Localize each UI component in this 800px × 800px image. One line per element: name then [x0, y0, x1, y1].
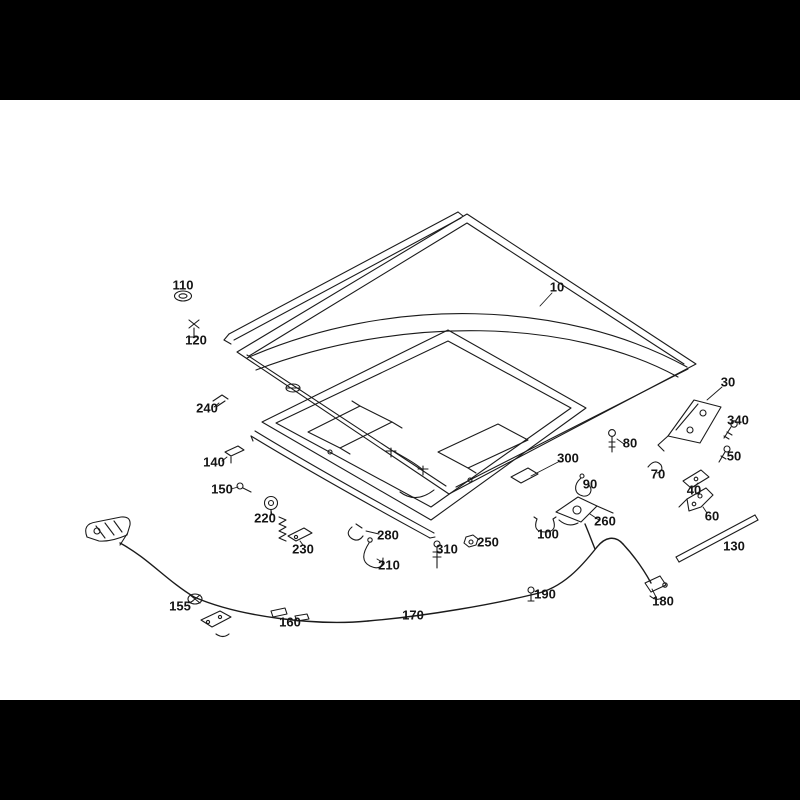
hood-hinge [657, 399, 722, 452]
hook-210-icon [363, 537, 384, 569]
hinge-bolt-340-icon [723, 420, 738, 440]
bracket-230-icon [287, 527, 313, 542]
push-pin-120-icon [188, 319, 200, 338]
bracket-60-icon [678, 487, 714, 512]
cable-connector-180-icon [644, 575, 668, 600]
pin-310-icon [432, 540, 442, 569]
diagram-canvas [0, 100, 800, 700]
clip-150-icon [236, 482, 252, 493]
lock-cylinder-220-icon [263, 495, 279, 516]
release-handle [85, 516, 131, 546]
hood-outer-panel [236, 213, 697, 495]
cowl-trim-strip [223, 211, 464, 345]
leader-lines [187, 292, 723, 604]
hood-latch-260 [555, 496, 614, 526]
clip-280-icon [347, 523, 364, 541]
hinge-bracket-40-icon [682, 469, 710, 489]
spring-icon [278, 516, 287, 542]
striker-100-icon [533, 516, 557, 533]
nut-250-icon [463, 534, 479, 548]
firewall-bracket-icon [200, 610, 232, 638]
washer-nozzles [385, 447, 429, 476]
emblem-grommet [285, 383, 301, 393]
cable-clip-190-icon [527, 586, 535, 602]
cable-connector-160-icon [270, 607, 310, 622]
clip-240-icon [212, 394, 229, 408]
hinge-bolt-50-icon [718, 445, 731, 463]
buffer-140-icon [224, 445, 245, 464]
hood-inner-panel [261, 329, 587, 521]
front-seal-strip [250, 430, 436, 539]
clip-70-icon [647, 461, 663, 474]
bolt-80-icon [608, 429, 616, 453]
release-cable [119, 523, 652, 624]
grommet-110-icon [173, 290, 193, 302]
moulding-strip-130 [675, 514, 759, 563]
safety-hook-90-icon [575, 473, 592, 497]
lock-plate-300-icon [510, 467, 539, 484]
